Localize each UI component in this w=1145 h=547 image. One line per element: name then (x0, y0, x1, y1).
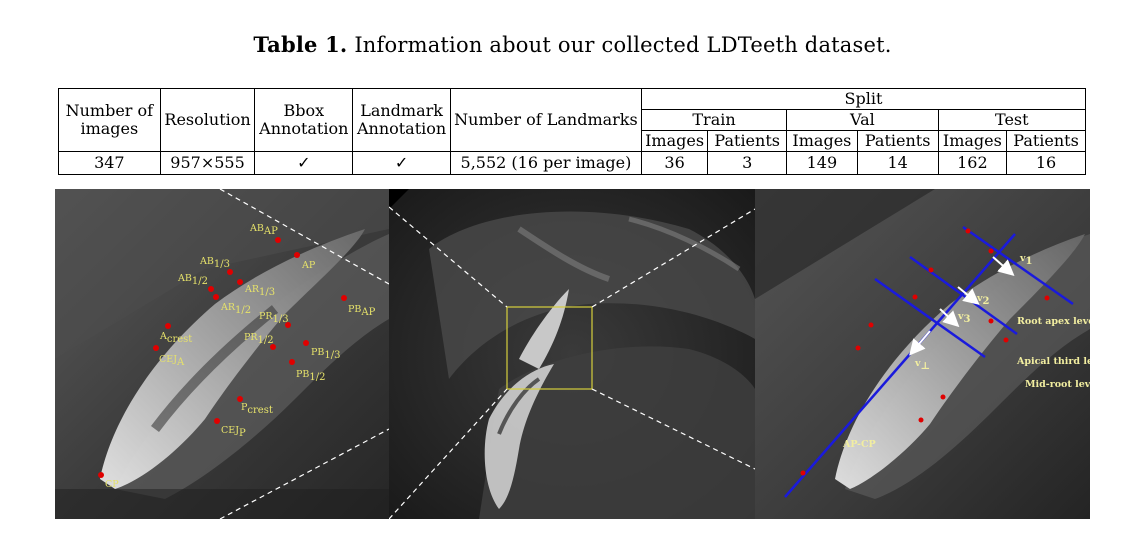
label-cp: CP (105, 479, 119, 490)
middle-panel-image (389, 189, 755, 519)
cell-num-landmarks: 5,552 (16 per image) (449, 151, 642, 175)
cell-landmark: ✓ (352, 151, 451, 175)
label-v1: v1 (1019, 253, 1033, 267)
label-ab12: AB1/2 (177, 273, 208, 287)
header-val: Val (786, 109, 939, 131)
header-resolution: Resolution (159, 88, 255, 152)
label-v2: v2 (976, 293, 990, 307)
header-val-images: Images (786, 130, 858, 152)
cell-train-patients: 3 (707, 151, 787, 175)
left-panel: ABAP AP AB1/3 AB1/2 AR1/3 AR1/2 PBAP PR1… (55, 189, 389, 519)
label-ab-ap: ABAP (249, 223, 278, 237)
cell-resolution: 957×555 (159, 151, 255, 175)
header-num-landmarks: Number of Landmarks (449, 88, 642, 152)
label-pr13: PR1/3 (259, 311, 289, 325)
label-root-apex-level: Root apex level (1017, 316, 1090, 327)
cell-test-images: 162 (937, 151, 1007, 175)
label-pb-ap: PBAP (348, 304, 376, 318)
roi-box (506, 306, 593, 390)
header-landmark: Landmark Annotation (352, 88, 451, 152)
cell-val-images: 149 (786, 151, 858, 175)
header-test-images: Images (937, 130, 1007, 152)
label-v3: v3 (957, 311, 971, 325)
label-ar13: AR1/3 (244, 284, 275, 298)
landmark-points (98, 237, 347, 478)
header-val-patients: Patients (856, 130, 939, 152)
label-pr12: PR1/2 (244, 332, 274, 346)
header-train: Train (640, 109, 787, 131)
cell-val-patients: 14 (856, 151, 939, 175)
dataset-info-table: Number of images Resolution Bbox Annotat… (58, 88, 1087, 175)
cell-test-patients: 16 (1006, 151, 1086, 175)
landmark-labels: ABAP AP AB1/3 AB1/2 AR1/3 AR1/2 PBAP PR1… (105, 223, 376, 490)
header-train-patients: Patients (707, 130, 787, 152)
label-cej-p: CEJP (221, 425, 246, 439)
right-panel: v1 v2 v3 v⊥ Root apex level Apical third… (755, 189, 1090, 519)
label-p-crest: Pcrest (241, 402, 273, 416)
label-ap-cp: AP-CP (842, 439, 876, 450)
left-panel-image: ABAP AP AB1/3 AB1/2 AR1/3 AR1/2 PBAP PR1… (55, 189, 389, 519)
cell-bbox: ✓ (254, 151, 353, 175)
label-pb13: PB1/3 (311, 347, 340, 361)
middle-panel (389, 189, 755, 519)
landmark-points-right (800, 228, 1050, 476)
figure: ABAP AP AB1/3 AB1/2 AR1/3 AR1/2 PBAP PR1… (55, 189, 1090, 519)
header-num-images: Number of images (58, 88, 161, 152)
geometry-labels: v1 v2 v3 v⊥ Root apex level Apical third… (842, 253, 1090, 450)
label-a-crest: Acrest (159, 331, 192, 345)
label-mid-root-level: Mid-root level (1025, 379, 1090, 390)
header-test: Test (937, 109, 1087, 131)
header-test-patients: Patients (1006, 130, 1086, 152)
header-train-images: Images (640, 130, 708, 152)
label-apical-third-level: Apical third level (1016, 356, 1090, 367)
cell-num-images: 347 (58, 151, 161, 175)
cell-train-images: 36 (640, 151, 708, 175)
label-ab13: AB1/3 (199, 256, 230, 270)
caption-text: Information about our collected LDTeeth … (354, 33, 892, 57)
label-pb12: PB1/2 (296, 369, 325, 383)
label-ap: AP (301, 260, 316, 271)
header-split: Split (640, 88, 1087, 110)
table-caption: Table 1. Information about our collected… (0, 32, 1145, 57)
label-cej-a: CEJA (159, 354, 185, 368)
label-ar12: AR1/2 (220, 302, 251, 316)
right-panel-image: v1 v2 v3 v⊥ Root apex level Apical third… (755, 189, 1090, 519)
label-vperp: v⊥ (914, 358, 930, 372)
header-bbox: Bbox Annotation (254, 88, 353, 152)
caption-prefix: Table 1. (253, 32, 348, 57)
